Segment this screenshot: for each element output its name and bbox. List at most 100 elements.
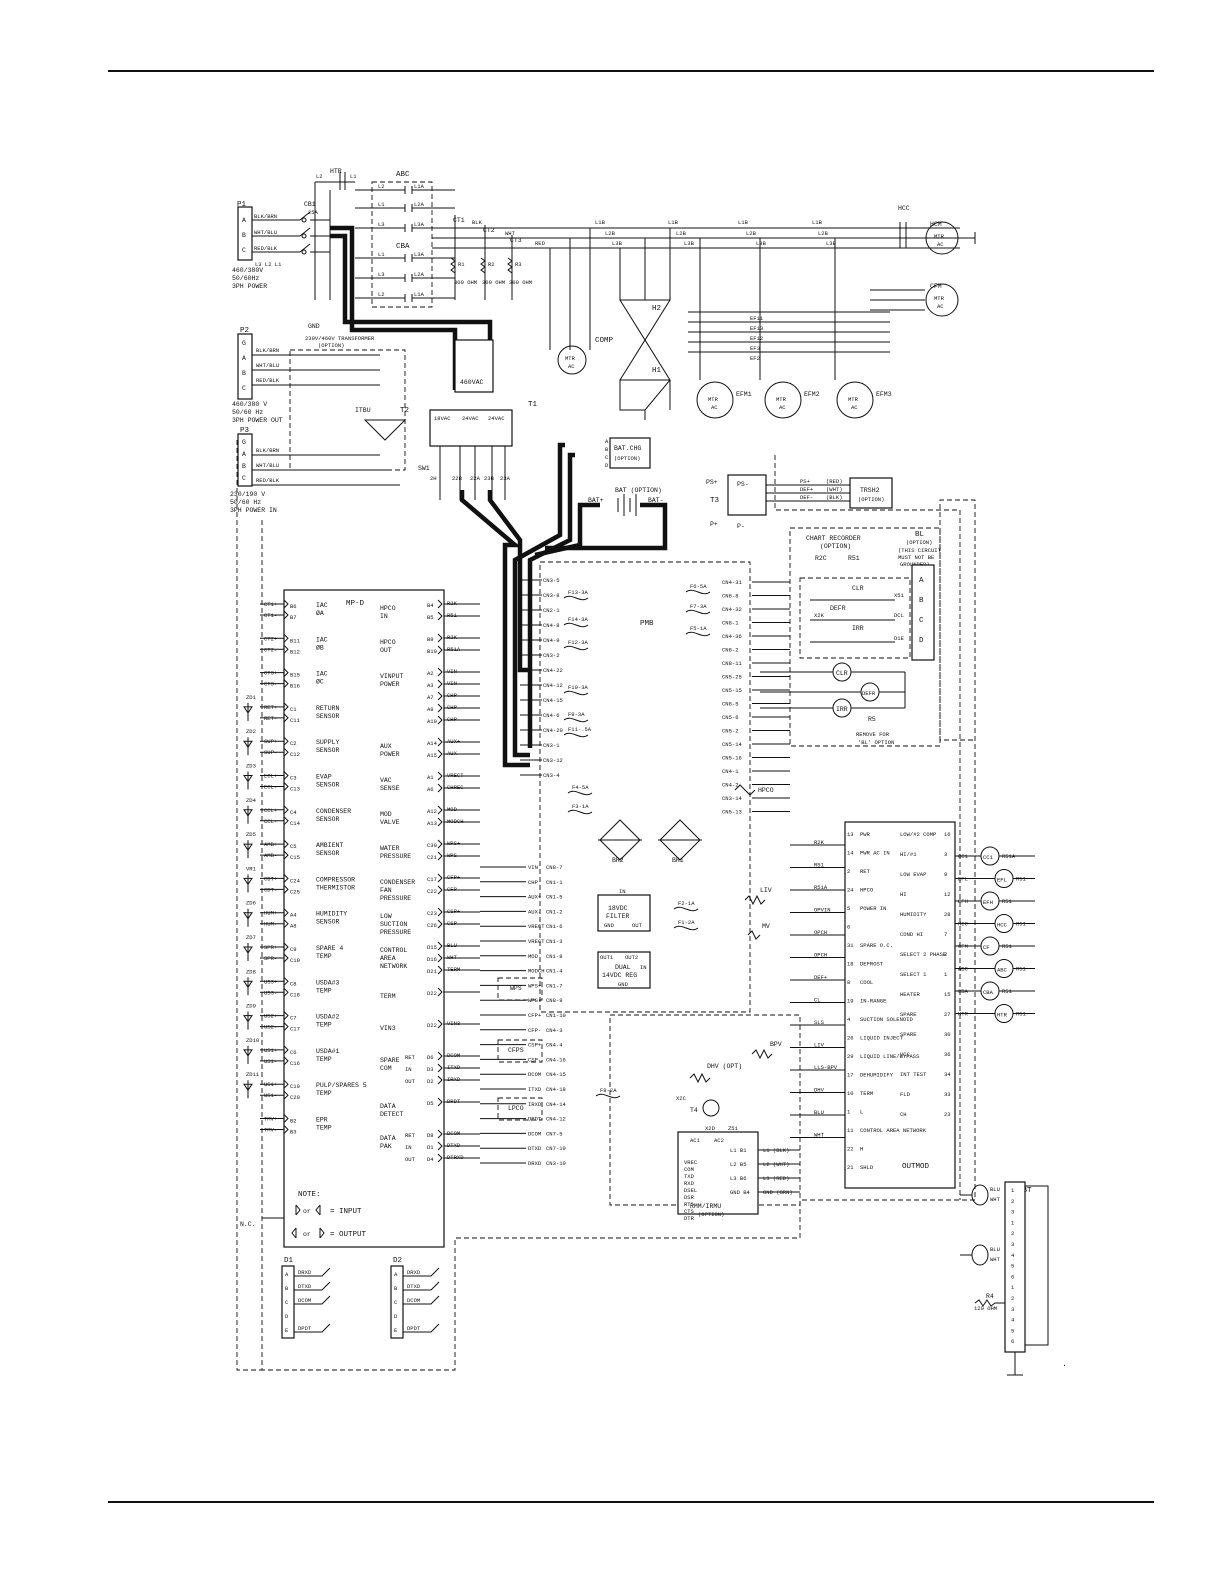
p2-rating-3: 3PH POWER OUT	[232, 417, 283, 424]
pmb-fuse	[563, 690, 589, 696]
tbt-pin: 1	[1011, 1219, 1015, 1226]
pmb-bus-sig: IRXD	[528, 1101, 542, 1108]
outmod-left-num: 13	[847, 831, 854, 838]
chart-recorder: CHART RECORDER (OPTION) R2C R51 BL (OPTI…	[760, 531, 942, 746]
t1-24vac-1: 24VAC	[462, 415, 479, 422]
cba-label: CBA	[396, 243, 410, 251]
reg-out2: OUT2	[625, 954, 638, 961]
liv-label: LIV	[760, 887, 772, 894]
r3-ref: R3	[515, 261, 522, 268]
pmb-fuse	[685, 589, 711, 595]
hcm-label: HCM	[930, 221, 942, 228]
outmod-in-sig: R2K	[814, 839, 825, 846]
htr-l2: L2	[316, 173, 323, 180]
mpd-right-sub: IN	[405, 1066, 412, 1073]
p-minus: P-	[737, 523, 745, 530]
outmod-in-sig: LIV	[814, 1042, 825, 1049]
mpd-note-or-1: or	[303, 1208, 311, 1215]
pmb-right-connectors: CN4-31CN8-8CN4-32CN8-1CN4-36CN8-2CN8-11C…	[722, 579, 790, 816]
r5-label: R5	[868, 716, 876, 723]
chart-recorder-boundary	[789, 527, 941, 747]
cfm: CFM MTR AC	[870, 283, 959, 317]
rmm-pin: DSR	[684, 1194, 695, 1201]
outmod-right-label: HI	[900, 891, 907, 898]
bl-label: BL	[915, 531, 925, 539]
defr-coil-label: DEFR	[862, 690, 876, 697]
bus-l1b-3: L1B	[738, 219, 749, 226]
t1-primary	[454, 339, 494, 393]
pmb-right-conn: CN4-2	[722, 782, 739, 789]
bus-l3b-3: L3B	[756, 240, 767, 247]
mpd-input-arrow	[283, 805, 289, 826]
pmb-fuse	[563, 595, 589, 601]
pmb-bus-sig: DTXD	[528, 1145, 542, 1152]
mpd-zener-diode	[243, 1080, 253, 1099]
harness-bat	[512, 442, 565, 758]
mpd-zener-ref: ZD6	[246, 900, 256, 907]
heavy-conductor-1	[330, 225, 458, 390]
d2-pin: C	[394, 1299, 398, 1306]
mpd-zener-diode	[243, 1045, 253, 1064]
outmod-left-num: 31	[847, 942, 854, 949]
t1-label: T1	[528, 401, 538, 409]
mpd-left-cpin: C9	[290, 946, 297, 953]
resistors-r1-r3: R1 300 OHM R2 300 OHM R3 300 OHM	[450, 255, 532, 300]
mpd-right-cpin: B10	[427, 648, 437, 655]
rmm-line-pin: L3 B6	[730, 1175, 747, 1182]
pmb-right-conn: CN4-1	[722, 768, 739, 775]
mpd-left-cpin: A4	[290, 912, 297, 919]
hpco-switch	[734, 784, 756, 796]
outmod-right-num: 9	[944, 871, 947, 878]
r2-val: 300 OHM	[482, 279, 505, 286]
d1-sig: DTXD	[298, 1283, 312, 1290]
clr-coil-label: CLR	[836, 670, 848, 677]
p1-rating-3: 3PH POWER	[232, 283, 267, 290]
mpd-io-arrow	[437, 987, 443, 997]
bat-chg-c: C	[605, 454, 609, 461]
pmb-bus-pin: CN1-3	[546, 938, 563, 945]
outmod-left-label: DEHUMIDIFY	[860, 1072, 894, 1079]
bpv-label: BPV	[770, 1041, 782, 1048]
tr-def-plus: DEF+	[800, 486, 813, 493]
reg-14vdc: 14VDC REG	[602, 972, 637, 979]
htr-l1: L1	[350, 173, 357, 180]
evap-fans: EF11 EF13 EF12 EF3 EF2 MTR AC MTR AC MTR…	[688, 238, 892, 419]
pmb-right-conn: CN8-8	[722, 593, 739, 600]
pmb-bus-sig: DCOM	[528, 1071, 541, 1078]
sec-2h: 2H	[430, 475, 437, 482]
tr-blk: (BLK)	[826, 494, 843, 501]
p2-pin-g: G	[242, 340, 246, 347]
d2-pin: A	[394, 1271, 398, 1278]
d2-ref: D2	[393, 1257, 402, 1265]
p3-pin-b: B	[242, 463, 246, 470]
htr-contactor: HTR L2 L1	[314, 168, 357, 300]
p2-wire-a: BLK/BRN	[256, 347, 279, 354]
outmod-right-label: HEATER	[900, 991, 921, 998]
chart-r2c: R2C	[815, 555, 827, 562]
bat-chg-label: BAT.CHG	[614, 445, 641, 452]
h1-label: H1	[652, 367, 662, 375]
pmb-bus-pin: CN4-14	[546, 1101, 567, 1108]
bl-sig-x51: X51	[894, 592, 905, 599]
mpd-right-label: VIN3	[380, 1025, 396, 1032]
outmod-right-num: 34	[944, 1071, 951, 1078]
pmb-bus-pin: CN1-1	[546, 879, 563, 886]
d1-pin: D	[285, 1313, 289, 1320]
comp-mtr: MTR	[565, 355, 576, 362]
mpd-right-cpin: D15	[427, 944, 437, 951]
bat-chg-d: D	[605, 462, 609, 469]
mpd-input-arrow	[283, 1079, 289, 1100]
outmod-right-label: COND HI	[900, 931, 923, 938]
outmod-left-label: PWR	[860, 831, 871, 838]
outmod-left-label: DEFROST	[860, 961, 884, 968]
outmod-left-label: RET	[860, 868, 871, 875]
mpd-input-arrow	[283, 874, 289, 894]
tr-wht: (WHT)	[826, 486, 843, 493]
